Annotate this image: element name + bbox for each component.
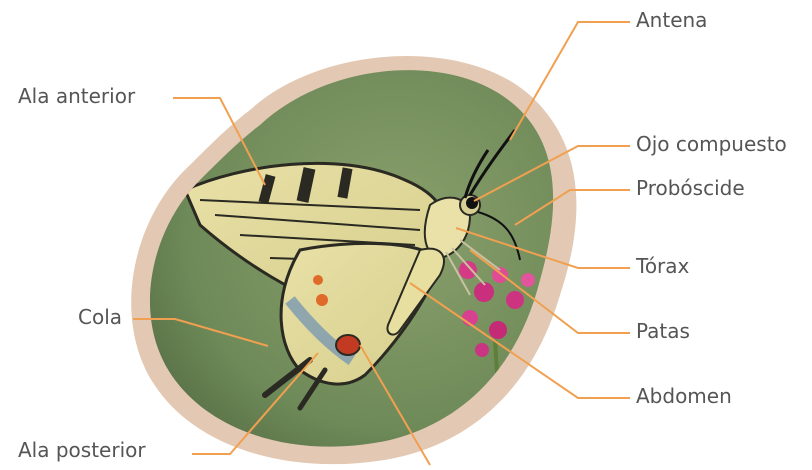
label-patas: Patas — [636, 319, 690, 343]
label-torax: Tórax — [636, 254, 689, 278]
label-abdomen: Abdomen — [636, 384, 732, 408]
label-ala-anterior: Ala anterior — [18, 84, 135, 108]
label-cola: Cola — [78, 305, 122, 329]
label-ala-posterior: Ala posterior — [18, 438, 146, 462]
label-ojo-compuesto: Ojo compuesto — [636, 132, 787, 156]
label-proboscide: Probóscide — [636, 176, 745, 200]
label-antena: Antena — [636, 8, 707, 32]
